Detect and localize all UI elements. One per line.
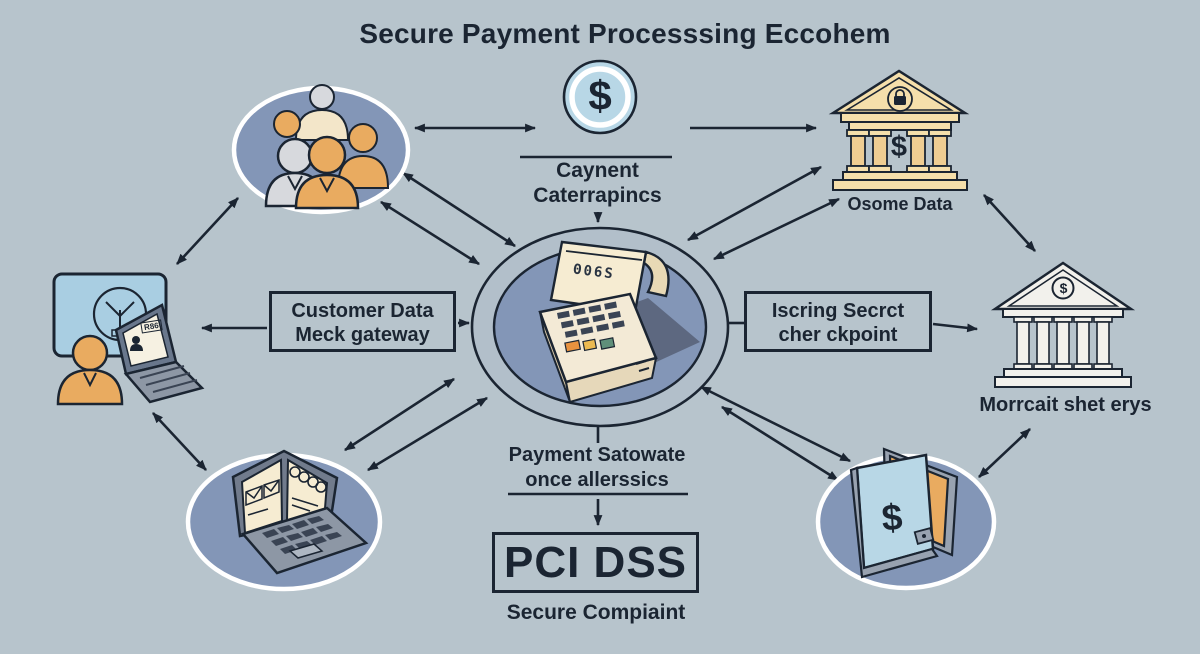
software-line1: Payment Satowate: [508, 444, 686, 466]
payment-software-label: Payment Satowate once allerssics: [490, 443, 704, 492]
arrow-people-terminal-1: [402, 171, 516, 248]
arrow-checkpoint-to-bankright: [932, 322, 979, 333]
arrow-terminal-banktop-1: [687, 165, 822, 242]
arrow-terminal-banktop-2: [713, 197, 840, 261]
arrow-terminal-wallet-2: [721, 405, 839, 482]
arrow-terminal-messaging-1: [344, 377, 455, 452]
bank-top-label: Osome Data: [847, 194, 953, 214]
wallet-icon: [815, 447, 997, 591]
customers-group-icon: [231, 84, 411, 215]
arrow-terminal-wallet-1: [700, 385, 851, 463]
envelope-icons: [245, 478, 280, 507]
gateway-box: Customer Data Meck gateway: [269, 291, 456, 352]
dollar-sign-wallet: $: [880, 496, 904, 539]
pci-caption: Secure Compiaint: [506, 601, 686, 624]
gateway-line2: Meck gateway: [295, 324, 430, 346]
payment-coin-icon: [562, 59, 638, 135]
pos-terminal-icon: [538, 240, 670, 404]
gateway-line1: Customer Data: [291, 300, 434, 322]
coin-icons: [289, 466, 327, 493]
checkpoint-line2: cher ckpoint: [778, 324, 898, 346]
dollar-sign-coin: $: [588, 72, 612, 119]
arrow-bank-bank: [983, 194, 1036, 252]
arrow-wallet-bankright: [978, 428, 1031, 478]
keypad: [557, 301, 625, 353]
bank-right-icon: [990, 261, 1136, 388]
page-title: Secure Payment Processsing Eccohem: [359, 18, 891, 49]
pci-dss-box: PCI DSS: [492, 532, 699, 593]
dollar-sign-bankright: $: [1059, 280, 1068, 296]
payment-terms-line1: Caynent: [556, 159, 639, 182]
arrow-terminal-messaging-2: [367, 396, 488, 472]
arrow-people-device: [176, 197, 239, 265]
user-icon: [56, 334, 124, 406]
pos-terminal-node: [470, 226, 730, 428]
laptop-icon: [114, 303, 205, 404]
keyboard-keys: [262, 516, 342, 554]
payment-terms-label: Caynent Caterrapincs: [500, 158, 695, 208]
arrow-device-messaging: [152, 412, 207, 471]
checkpoint-box: Iscring Secrct cher ckpoint: [744, 291, 932, 352]
bank-right-label: Morrcait shet erys: [979, 394, 1152, 416]
arrow-people-terminal-2: [380, 200, 480, 266]
connector-arrows: [152, 123, 1036, 527]
checkpoint-line1: Iscring Secrct: [771, 300, 905, 322]
software-line2: once allerssics: [525, 468, 669, 491]
payment-terms-line2: Caterrapincs: [533, 184, 662, 207]
customer-device-icon: [52, 272, 205, 406]
dollar-sign-banktop: $: [890, 131, 908, 163]
messaging-laptop-icon: [185, 449, 383, 592]
bank-top-icon: [828, 69, 970, 191]
wallet-clasp: [913, 527, 935, 545]
